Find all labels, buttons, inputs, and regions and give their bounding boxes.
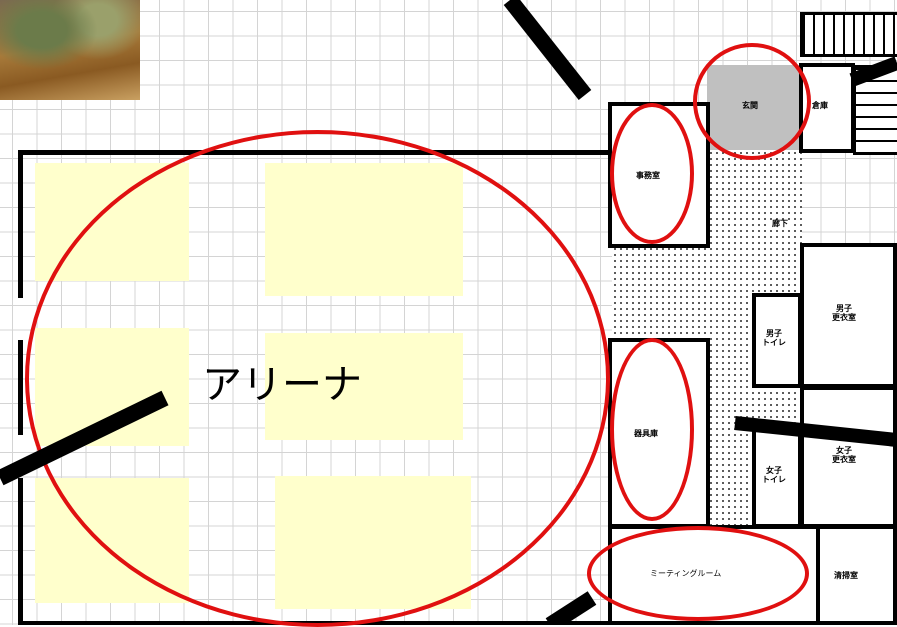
stairs-top-treads [803,15,897,54]
women-toilet-label: 女子 トイレ [762,466,786,484]
men-toilet-label: 男子 トイレ [762,329,786,347]
stairs-right-treads [856,68,897,152]
storage-label: 倉庫 [812,101,828,110]
women-locker-label: 女子 更衣室 [832,446,856,464]
men-toilet-room [752,293,802,388]
highlight-meeting-room [587,526,809,621]
arena-wall-left [18,150,23,298]
men-locker-room [800,243,897,388]
hallway-label: 廊下 [770,219,790,229]
women-locker-room [800,386,897,528]
highlight-office [610,103,694,244]
highlight-equipment-storage [610,338,694,521]
men-locker-label: 男子 更衣室 [832,304,856,322]
highlight-entrance [693,43,811,160]
arena-wall-left [18,478,23,625]
highlight-arena [25,130,610,627]
cleaning-room [816,525,897,625]
cleaning-room-label: 清掃室 [834,571,858,580]
arena-wall-left [18,340,23,435]
arena-photo [0,0,140,100]
